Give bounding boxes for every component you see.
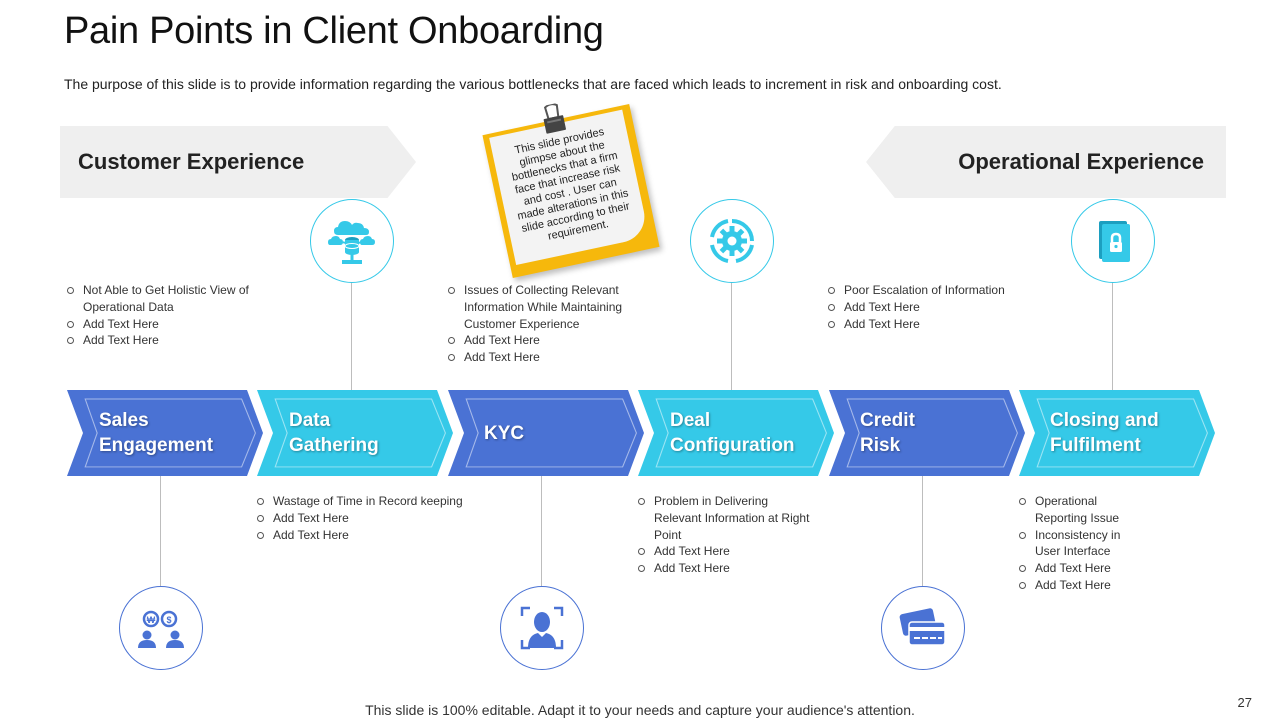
slide-footer: This slide is 100% editable. Adapt it to…	[365, 702, 915, 718]
list-item: Inconsistency in User Interface	[1016, 527, 1144, 561]
stage-icon-circle-2	[310, 199, 394, 283]
connector-line-1	[160, 476, 161, 586]
list-item: Issues of Collecting Relevant Informatio…	[445, 282, 655, 332]
slide-title: Pain Points in Client Onboarding	[64, 10, 604, 52]
connector-line-4	[731, 282, 732, 390]
stage-chevron-1[interactable]: Sales Engagement	[67, 390, 263, 476]
pain-points-list-3: Issues of Collecting Relevant Informatio…	[445, 282, 655, 366]
list-item: Add Text Here	[635, 543, 815, 560]
sticky-note: This slide provides glimpse about the bo…	[482, 103, 660, 278]
connector-line-5	[922, 476, 923, 586]
list-item: Add Text Here	[445, 349, 655, 366]
pain-points-list-6: Operational Reporting Issue Inconsistenc…	[1016, 493, 1144, 594]
list-item: Add Text Here	[64, 332, 279, 349]
pain-points-list-4: Problem in Delivering Relevant Informati…	[635, 493, 815, 577]
customer-experience-banner	[60, 126, 416, 198]
gear-cycle-icon	[710, 219, 754, 263]
svg-text:$: $	[166, 615, 171, 625]
stage-label-5: Credit Risk	[860, 410, 915, 456]
stage-icon-circle-5	[881, 586, 965, 670]
stage-chevron-4[interactable]: Deal Configuration	[638, 390, 834, 476]
binder-clip-icon	[543, 103, 566, 134]
stage-label-2: Data Gathering	[289, 410, 379, 456]
operational-experience-label: Operational Experience	[958, 149, 1204, 174]
list-item: Operational Reporting Issue	[1016, 493, 1144, 527]
credit-card-icon	[899, 608, 946, 646]
svg-text:₩: ₩	[147, 615, 156, 625]
list-item: Add Text Here	[825, 299, 1045, 316]
list-item: Problem in Delivering Relevant Informati…	[635, 493, 815, 543]
list-item: Add Text Here	[254, 527, 494, 544]
stage-label-3: KYC	[484, 422, 525, 444]
list-item: Add Text Here	[825, 316, 1045, 333]
locked-book-icon	[1099, 221, 1130, 262]
stage-label-6: Closing and Fulfilment	[1050, 410, 1159, 456]
slide-subtitle: The purpose of this slide is to provide …	[64, 76, 1002, 92]
cloud-database-icon	[328, 221, 375, 264]
list-item: Add Text Here	[64, 316, 279, 333]
list-item: Not Able to Get Holistic View of Operati…	[64, 282, 279, 316]
stage-chevron-3[interactable]: KYC	[448, 390, 644, 476]
sticky-note-text: This slide provides glimpse about the bo…	[510, 125, 631, 243]
stage-chevron-6[interactable]: Closing and Fulfilment	[1019, 390, 1215, 476]
list-item: Wastage of Time in Record keeping	[254, 493, 494, 510]
stage-chevron-5[interactable]: Credit Risk	[829, 390, 1025, 476]
stage-icon-circle-1: ₩ $	[119, 586, 203, 670]
user-scan-icon	[520, 606, 564, 650]
connector-line-2	[351, 282, 352, 390]
connector-line-6	[1112, 282, 1113, 390]
list-item: Add Text Here	[1016, 560, 1144, 577]
list-item: Add Text Here	[254, 510, 494, 527]
pain-points-list-1: Not Able to Get Holistic View of Operati…	[64, 282, 279, 349]
customer-experience-label: Customer Experience	[78, 149, 305, 174]
people-exchange-icon: ₩ $	[138, 610, 184, 648]
operational-experience-banner	[866, 126, 1226, 198]
connector-line-3	[541, 476, 542, 586]
list-item: Add Text Here	[445, 332, 655, 349]
stage-icon-circle-3	[500, 586, 584, 670]
pain-points-list-5: Poor Escalation of Information Add Text …	[825, 282, 1045, 332]
list-item: Add Text Here	[635, 560, 815, 577]
pain-points-list-2: Wastage of Time in Record keeping Add Te…	[254, 493, 494, 543]
stage-label-4: Deal Configuration	[670, 410, 795, 456]
stage-label-1: Sales Engagement	[99, 410, 214, 456]
page-number: 27	[1237, 695, 1252, 710]
stage-icon-circle-6	[1071, 199, 1155, 283]
list-item: Add Text Here	[1016, 577, 1144, 594]
stage-chevron-2[interactable]: Data Gathering	[257, 390, 453, 476]
stage-icon-circle-4	[690, 199, 774, 283]
list-item: Poor Escalation of Information	[825, 282, 1045, 299]
